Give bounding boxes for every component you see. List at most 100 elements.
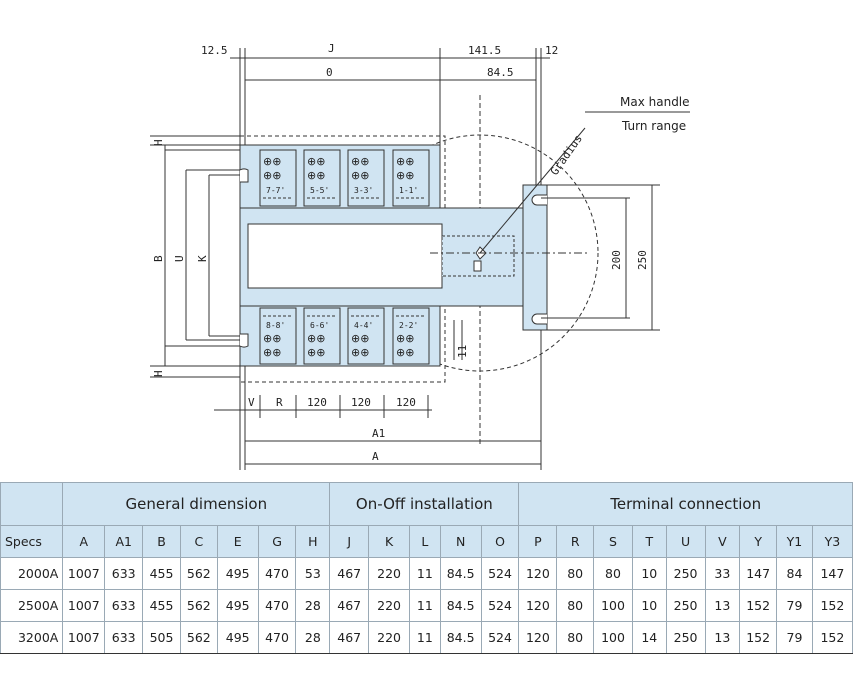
svg-text:⊕⊕: ⊕⊕	[263, 155, 281, 168]
value-cell: 470	[257, 621, 297, 654]
svg-text:⊕⊕: ⊕⊕	[263, 346, 281, 359]
dim-a: A	[372, 450, 379, 463]
svg-text:⊕⊕: ⊕⊕	[396, 169, 414, 182]
dimension-drawing: ⊕⊕⊕⊕ 7-7' ⊕⊕⊕⊕ 5-5' ⊕⊕⊕⊕ 3-3' ⊕⊕⊕⊕ 1-1'	[150, 42, 690, 470]
value-cell: 633	[104, 557, 144, 590]
dim-200: 200	[610, 250, 623, 270]
svg-text:⊕⊕: ⊕⊕	[396, 346, 414, 359]
value-cell: 562	[179, 589, 218, 622]
value-cell: 495	[216, 557, 259, 590]
value-cell: 467	[329, 557, 370, 590]
terminal-label: 5-5'	[310, 186, 329, 195]
value-cell: 84.5	[439, 557, 482, 590]
value-cell: 220	[368, 621, 410, 654]
svg-text:⊕⊕: ⊕⊕	[307, 169, 325, 182]
value-cell: 524	[480, 589, 520, 622]
dim-r: R	[276, 396, 283, 409]
group-general: General dimension	[62, 482, 331, 526]
col-header: A1	[104, 525, 144, 558]
value-cell: 152	[811, 621, 853, 654]
value-cell: 13	[704, 589, 741, 622]
value-cell: 53	[295, 557, 331, 590]
col-header: U	[665, 525, 706, 558]
terminal-label: 4-4'	[354, 321, 373, 330]
dim-u: U	[173, 255, 186, 262]
value-cell: 28	[295, 589, 331, 622]
svg-text:⊕⊕: ⊕⊕	[307, 346, 325, 359]
group-terminal: Terminal connection	[518, 482, 853, 526]
col-header: A	[62, 525, 106, 558]
value-cell: 10	[631, 589, 667, 622]
svg-text:⊕⊕: ⊕⊕	[396, 155, 414, 168]
col-header: K	[368, 525, 410, 558]
svg-text:⊕⊕: ⊕⊕	[351, 346, 369, 359]
col-header: Y1	[776, 525, 813, 558]
svg-text:⊕⊕: ⊕⊕	[263, 332, 281, 345]
col-header: V	[704, 525, 741, 558]
turn-range-label: Turn range	[621, 119, 686, 133]
svg-text:⊕⊕: ⊕⊕	[351, 169, 369, 182]
dim-120-a: 120	[307, 396, 327, 409]
svg-text:⊕⊕: ⊕⊕	[307, 332, 325, 345]
value-cell: 147	[811, 557, 853, 590]
value-cell: 84.5	[439, 621, 482, 654]
col-header: E	[216, 525, 259, 558]
dim-120-c: 120	[396, 396, 416, 409]
dim-12: 12	[545, 44, 558, 57]
group-header-row: General dimension On-Off installation Te…	[0, 482, 853, 526]
terminal-label: 3-3'	[354, 186, 373, 195]
value-cell: 524	[480, 557, 520, 590]
value-cell: 250	[665, 557, 706, 590]
value-cell: 79	[776, 621, 813, 654]
value-cell: 495	[216, 621, 259, 654]
value-cell: 120	[518, 621, 558, 654]
terminal-label: 8-8'	[266, 321, 285, 330]
svg-text:⊕⊕: ⊕⊕	[263, 169, 281, 182]
value-cell: 1007	[62, 589, 106, 622]
group-blank-cell	[0, 482, 64, 526]
handle-leader-line	[479, 127, 586, 254]
svg-text:⊕⊕: ⊕⊕	[396, 332, 414, 345]
dim-141-5: 141.5	[468, 44, 501, 57]
group-onoff: On-Off installation	[329, 482, 520, 526]
value-cell: 28	[295, 621, 331, 654]
col-header: R	[556, 525, 595, 558]
value-cell: 250	[665, 621, 706, 654]
col-header: J	[329, 525, 370, 558]
col-header: C	[179, 525, 218, 558]
value-cell: 147	[739, 557, 778, 590]
value-cell: 467	[329, 589, 370, 622]
value-cell: 220	[368, 589, 410, 622]
value-cell: 495	[216, 589, 259, 622]
spec-cell: 3200A	[0, 621, 64, 654]
col-header: O	[480, 525, 520, 558]
value-cell: 80	[556, 621, 595, 654]
value-cell: 524	[480, 621, 520, 654]
dim-84-5: 84.5	[487, 66, 514, 79]
value-cell: 220	[368, 557, 410, 590]
col-header: T	[631, 525, 667, 558]
value-cell: 470	[257, 589, 297, 622]
value-cell: 13	[704, 621, 741, 654]
value-cell: 79	[776, 589, 813, 622]
dim-o: 0	[326, 66, 333, 79]
handle-plate	[522, 184, 548, 331]
value-cell: 633	[104, 621, 144, 654]
dim-h-bottom: H	[152, 370, 165, 377]
col-header: Y3	[811, 525, 853, 558]
terminal-label: 1-1'	[399, 186, 418, 195]
dim-h-top: H	[152, 139, 165, 146]
value-cell: 1007	[62, 557, 106, 590]
dim-b: B	[152, 255, 165, 262]
svg-text:⊕⊕: ⊕⊕	[351, 332, 369, 345]
spec-cell: 2000A	[0, 557, 64, 590]
value-cell: 11	[409, 621, 441, 654]
col-header: L	[409, 525, 441, 558]
value-cell: 84.5	[439, 589, 482, 622]
value-cell: 455	[142, 557, 181, 590]
value-cell: 11	[409, 557, 441, 590]
value-cell: 100	[593, 589, 633, 622]
